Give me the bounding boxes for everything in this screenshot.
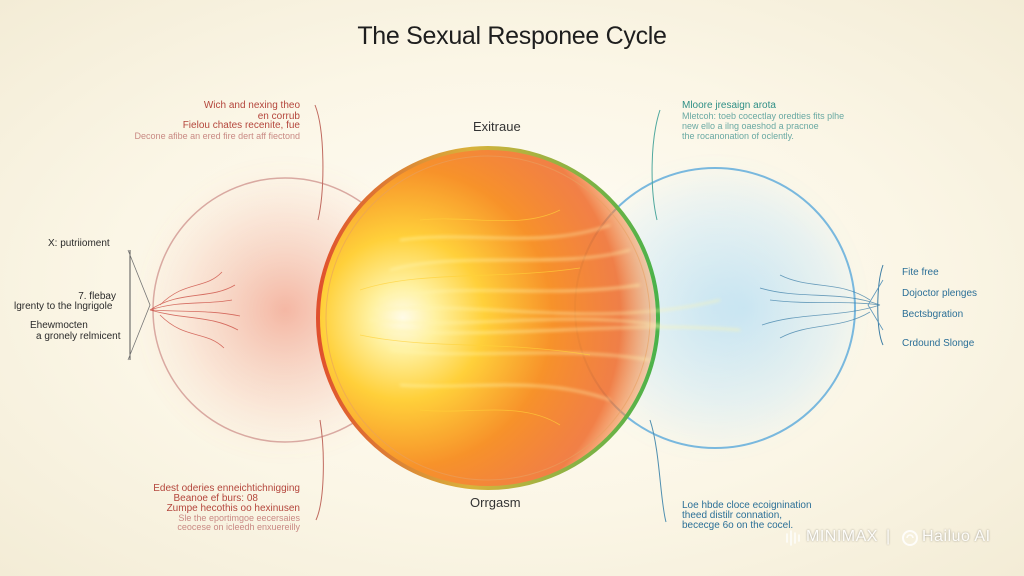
top-left-line-3: Fielou chates recenite, fue: [182, 120, 300, 131]
center-inner-ring: [325, 155, 651, 481]
red-fiber-burst: [149, 271, 241, 349]
right-label-1: Fite free: [902, 267, 939, 278]
bottom-right-line-1: Loe hbde cloce ecoignination: [682, 500, 812, 511]
bottom-left-line-3: Zumpe hecothis oo hexinusen: [166, 503, 300, 514]
diagram-title: The Sexual Responee Cycle: [357, 22, 667, 50]
top-right-connector: [651, 109, 661, 221]
phase-label-top: Exitraue: [473, 119, 521, 134]
watermark-brand-2: Hailuo AI: [922, 528, 991, 545]
top-right-caption-1: Mletcoh: toeb cocectlay oredties fits pl…: [682, 111, 845, 121]
top-right-caption-2: new ello a ilng oaeshod a pracnoe: [682, 121, 819, 131]
top-left-line-1: Wich and nexing theo: [203, 100, 300, 111]
top-left-line-2: en corrub: [257, 111, 300, 122]
center-ring: [316, 146, 660, 490]
top-left-connector: [314, 104, 324, 221]
energy-streaks: [369, 224, 741, 401]
bottom-left-caption-1: Sle the eportimgoe eecersaies: [178, 513, 300, 523]
bottom-left-line-1: Edest oderies enneichtichnigging: [153, 483, 300, 494]
left-label-1: X: putriioment: [48, 238, 110, 249]
blue-fiber-burst: [759, 274, 881, 339]
phase-label-bottom: Orrgasm: [470, 495, 521, 510]
hailuo-logo-icon: [902, 530, 918, 546]
watermark-separator: |: [886, 528, 891, 545]
minimax-logo-icon: [786, 530, 800, 546]
right-fan: [867, 279, 884, 331]
left-label-2a: 7. flebay: [78, 291, 116, 302]
bottom-right-line-2: theed distilr connation,: [682, 510, 783, 521]
watermark-brand-1: MINIMAX: [806, 528, 878, 545]
top-right-line-1: Mloore jresaign arota: [682, 100, 776, 111]
right-label-4: Crdound Slonge: [902, 338, 975, 349]
left-fan: [127, 249, 151, 361]
bottom-left-connector: [315, 419, 324, 521]
left-label-2b: lgrenty to the lngrigole: [14, 301, 113, 312]
bottom-right-connector: [649, 419, 667, 523]
top-left-caption: Decone afibe an ered fire dert aff fiect…: [134, 131, 300, 141]
top-right-caption-3: the rocanonation of oclently.: [682, 131, 794, 141]
right-bracket: [877, 264, 884, 346]
left-label-3a: Ehewmocten: [30, 320, 88, 331]
orgasm-circle-center: [318, 148, 658, 488]
right-label-3: Bectsbgration: [902, 309, 964, 320]
bottom-right-line-3: bececge 6o on the cocel.: [682, 520, 794, 531]
right-label-2: Dojoctor plenges: [902, 288, 978, 299]
left-label-3b: a gronely relmicent: [36, 331, 121, 342]
bottom-left-line-2: Beanoe ef burs: 08: [173, 493, 258, 504]
bottom-left-caption-2: ceocese on icleedh enxuereilly: [177, 522, 300, 532]
energy-fibers: [359, 209, 591, 426]
